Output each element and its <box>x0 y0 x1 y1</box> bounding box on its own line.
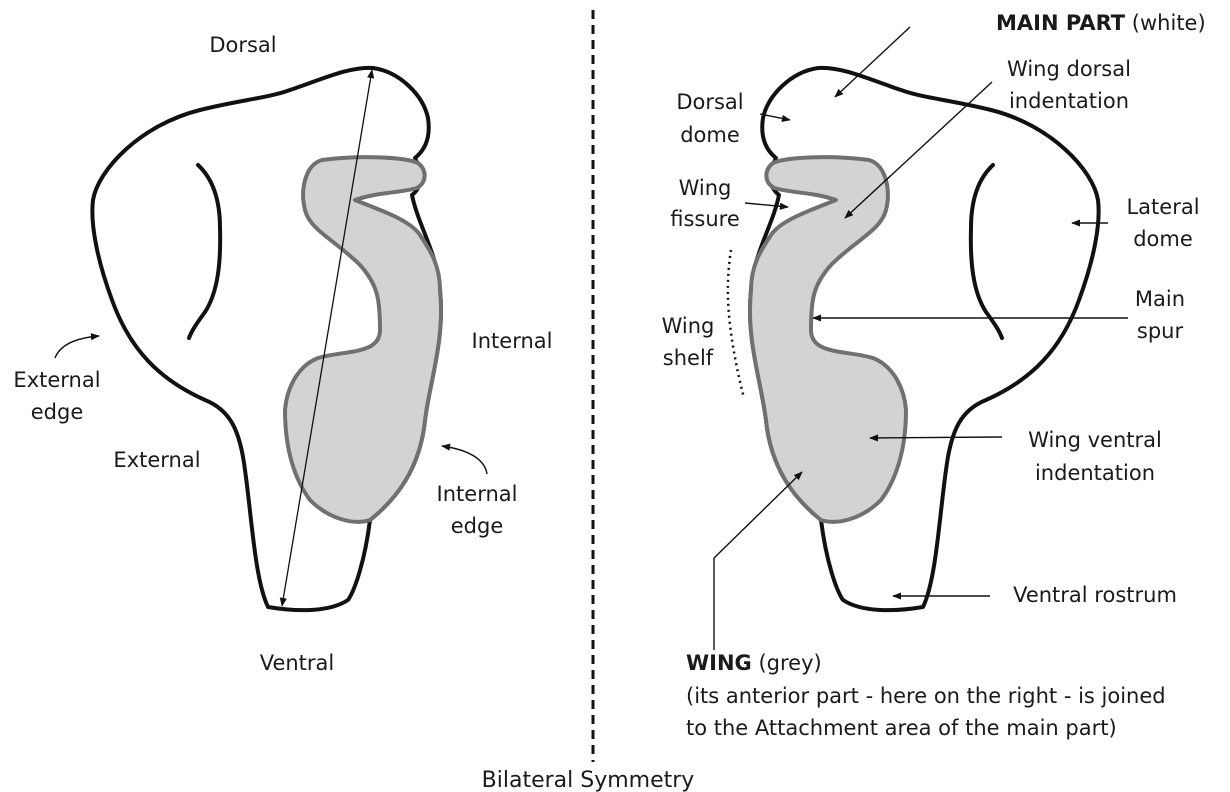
label-dorsal-dome-1: Dorsal <box>676 90 743 114</box>
label-external: External <box>113 448 200 472</box>
left-figure: Dorsal Internal External edge External I… <box>13 33 552 675</box>
label-external-edge-2: edge <box>31 400 84 424</box>
wing-dorsal-indentation-arrow <box>845 82 992 218</box>
label-wing-shelf-1: Wing <box>662 314 715 338</box>
wing-shelf-dotted-line <box>728 250 744 398</box>
label-wing-dorsal-indentation-1: Wing dorsal <box>1007 57 1131 81</box>
label-wing-dorsal-indentation-2: indentation <box>1009 89 1129 113</box>
label-lateral-dome-1: Lateral <box>1126 195 1199 219</box>
label-main-part: MAIN PART (white) <box>996 11 1206 35</box>
label-internal-edge-1: Internal <box>437 482 518 506</box>
label-wing-fissure-2: fissure <box>670 207 740 231</box>
wing-fissure-arrow <box>745 203 788 207</box>
external-edge-arrow <box>55 336 99 358</box>
left-sulcus-line <box>189 165 220 338</box>
label-main-spur-1: Main <box>1135 287 1185 311</box>
label-main-spur-2: spur <box>1137 319 1184 343</box>
internal-edge-arrow <box>442 446 487 474</box>
label-internal-edge-2: edge <box>451 514 504 538</box>
label-bilateral-symmetry: Bilateral Symmetry <box>482 768 695 792</box>
label-dorsal-dome-2: dome <box>680 123 740 147</box>
label-wing-note-2: to the Attachment area of the main part) <box>686 716 1117 740</box>
main-part-arrow <box>835 27 910 97</box>
label-wing-fissure-1: Wing <box>679 176 732 200</box>
label-lateral-dome-2: dome <box>1133 227 1193 251</box>
label-ventral: Ventral <box>260 651 335 675</box>
label-wing-note-1: (its anterior part - here on the right -… <box>686 684 1166 708</box>
label-wing-shelf-2: shelf <box>663 346 714 370</box>
wing-arrow <box>714 472 802 650</box>
label-dorsal: Dorsal <box>209 33 276 57</box>
label-wing-ventral-indentation-2: indentation <box>1035 461 1155 485</box>
left-axis-double-arrow <box>282 70 372 606</box>
label-ventral-rostrum: Ventral rostrum <box>1013 583 1177 607</box>
label-wing: WING (grey) <box>686 651 822 675</box>
label-wing-ventral-indentation-1: Wing ventral <box>1028 428 1162 452</box>
right-sulcus-line <box>971 165 1002 338</box>
label-external-edge-1: External <box>13 368 100 392</box>
right-figure: MAIN PART (white) Wing dorsal indentatio… <box>662 11 1206 740</box>
label-internal: Internal <box>472 329 553 353</box>
wing-ventral-indentation-arrow <box>870 437 1002 438</box>
